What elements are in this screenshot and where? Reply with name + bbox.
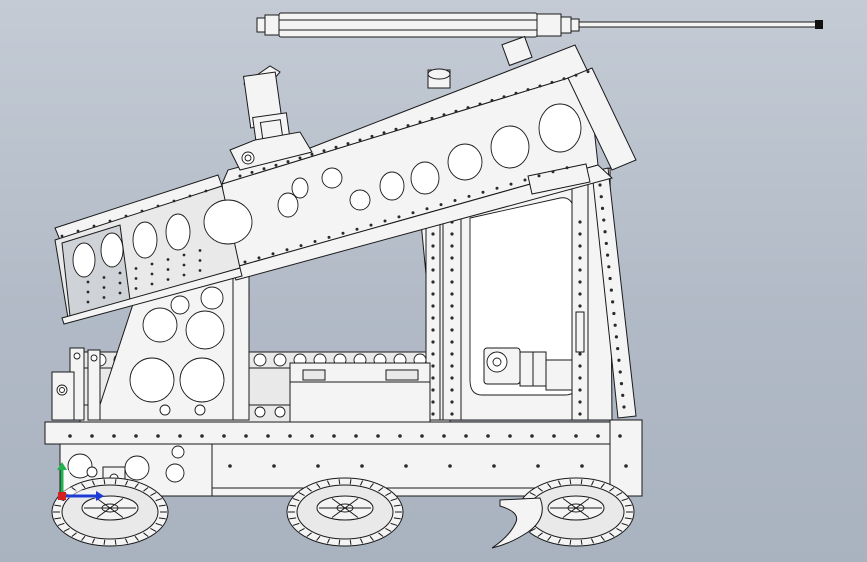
tilted-arm-assembly — [54, 44, 637, 325]
pneumatic-cylinder[interactable] — [256, 12, 823, 38]
front-tower-frame — [419, 167, 637, 421]
rear-bumper-bracket — [51, 347, 101, 421]
drive-gearbox — [483, 311, 585, 391]
drive-wheels — [51, 477, 635, 547]
axis-triad — [57, 462, 104, 501]
battery-box — [289, 362, 431, 424]
arm-motor — [229, 35, 533, 171]
rear-support-plate — [94, 261, 250, 421]
front-hook — [491, 497, 543, 549]
